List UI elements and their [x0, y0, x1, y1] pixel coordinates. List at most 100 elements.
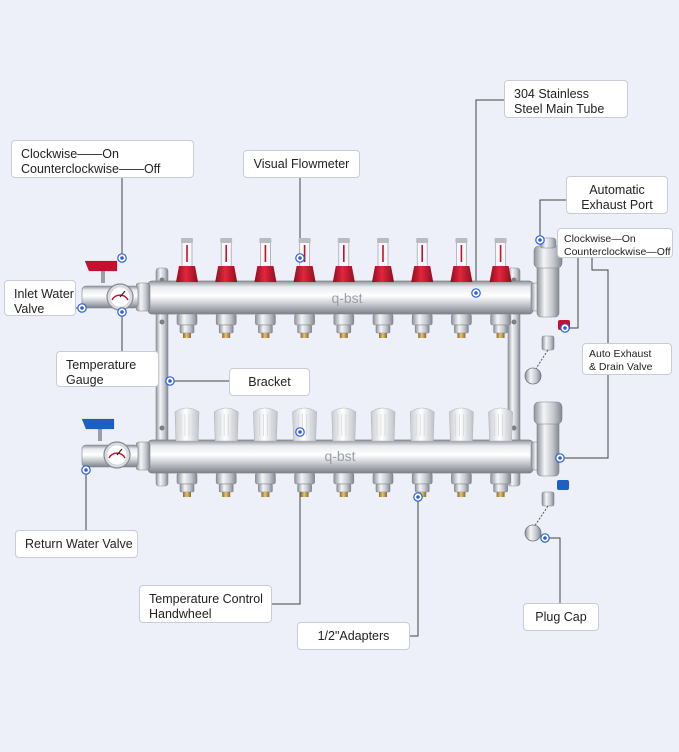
- flowmeter-line1: Visual Flowmeter: [253, 157, 350, 171]
- adapter-body: [493, 324, 508, 334]
- adapter-brass: [379, 492, 387, 497]
- adapter-body: [258, 483, 273, 493]
- supply-adapter: [490, 313, 511, 338]
- flowmeter: [372, 238, 394, 282]
- manifold-parts: [81, 237, 570, 542]
- drain-blue-lever: [557, 480, 569, 490]
- adapter-nut: [255, 472, 276, 485]
- gauge-scale: [111, 294, 129, 301]
- main-tube-leader: [475, 99, 504, 293]
- handwheel: [253, 407, 278, 442]
- callout-marker-dot: [474, 291, 478, 295]
- main-tube-callout: 304 Stainless Steel Main Tube: [504, 80, 628, 118]
- flowmeter-red-base: [332, 266, 355, 282]
- return-adapter: [215, 472, 237, 497]
- adapter-nut: [176, 313, 198, 326]
- bracket-bolt: [159, 319, 165, 325]
- adapter-body: [414, 324, 430, 334]
- handwheel-cap: [253, 407, 278, 442]
- inlet-valve-line1: Inlet Water: [14, 287, 74, 301]
- adapter-body: [297, 483, 312, 493]
- bracket-bolt: [511, 425, 517, 431]
- handwheel-cap: [449, 407, 474, 442]
- supply-adapter: [294, 313, 315, 338]
- handwheel: [409, 407, 435, 442]
- return-temperature-gauge: [103, 441, 131, 469]
- return-adapter: [490, 472, 511, 497]
- exhaust-port-leader: [539, 199, 566, 240]
- flowmeter-red-base: [372, 266, 394, 282]
- adapter-body: [336, 324, 352, 334]
- gauge-needle: [116, 448, 123, 456]
- handwheel-callout: Temperature Control Handwheel: [139, 585, 272, 623]
- flowmeter-red-base: [411, 266, 434, 282]
- main-tube-line1: 304 Stainless: [514, 87, 590, 101]
- adapters-line1: 1/2"Adapters: [317, 629, 390, 643]
- callout-marker-dot: [558, 456, 562, 460]
- supply-adapter: [215, 313, 237, 338]
- handwheel: [174, 407, 200, 442]
- bracket-line1: Bracket: [248, 375, 291, 389]
- handwheel: [449, 407, 474, 442]
- drain-valve-top: [533, 401, 563, 425]
- adapter-body: [454, 324, 469, 334]
- flowmeter-top: [455, 238, 468, 243]
- flowmeter-red-base: [293, 266, 316, 282]
- plug-cap-leader: [545, 537, 561, 603]
- exhaust-switch-callout: Clockwise—On Counterclockwise—Off: [557, 228, 673, 258]
- adapter-body: [258, 324, 273, 334]
- adapter-brass: [300, 492, 309, 497]
- adapter-brass: [222, 492, 231, 497]
- plug-cap-bottom: [524, 524, 542, 542]
- exhaust-switch-line2: Counterclockwise—Off: [564, 246, 671, 258]
- flowmeter: [489, 238, 512, 282]
- plug-cap-top: [524, 367, 542, 385]
- handwheel-line2: Handwheel: [149, 607, 212, 621]
- flowmeter-top: [416, 238, 429, 243]
- adapter-brass: [261, 492, 270, 497]
- flowmeter: [450, 238, 473, 282]
- adapter-brass: [457, 492, 466, 497]
- bracket-callout: Bracket: [229, 368, 310, 396]
- handwheel: [370, 407, 396, 442]
- handwheel: [292, 407, 317, 442]
- adapter-nut: [372, 313, 394, 326]
- adapter-body: [375, 324, 391, 334]
- temp-gauge-line2: Gauge: [66, 373, 104, 387]
- handle-stem: [101, 269, 105, 283]
- inlet-valve-handle: [84, 260, 118, 283]
- flowmeter: [176, 238, 198, 282]
- temp-gauge-line1: Temperature: [66, 358, 137, 372]
- gauge-needle: [119, 290, 126, 298]
- exhaust-switch-leader-a: [565, 258, 579, 329]
- main-tube-line2: Steel Main Tube: [514, 102, 605, 116]
- adapter-brass: [183, 333, 191, 338]
- flowmeter: [215, 238, 238, 282]
- adapter-body: [218, 324, 234, 334]
- drain-valve-line2: & Drain Valve: [589, 361, 653, 373]
- flowmeter-red-base: [450, 266, 473, 282]
- flowmeter-top: [377, 238, 389, 243]
- flowmeter-top: [494, 238, 507, 243]
- drain-valve-callout: Auto Exhaust & Drain Valve: [582, 343, 672, 375]
- flowmeter-top: [298, 238, 311, 243]
- inlet-switch-callout: Clockwise——On Counterclockwise——Off: [11, 140, 194, 178]
- return-adapter: [411, 472, 433, 497]
- supply-adapter: [176, 313, 198, 338]
- flowmeter-callout: Visual Flowmeter: [243, 150, 360, 178]
- flowmeter: [332, 238, 355, 282]
- adapter-brass: [261, 333, 270, 338]
- flowmeter: [411, 238, 434, 282]
- drain-stub-top: [541, 335, 555, 351]
- flowmeter-top: [259, 238, 272, 243]
- adapter-body: [179, 483, 195, 493]
- adapter-brass: [300, 333, 309, 338]
- adapter-brass: [379, 333, 387, 338]
- end-body: [536, 419, 560, 477]
- handwheel-cap: [331, 407, 357, 442]
- adapter-brass: [183, 492, 191, 497]
- handwheel-cap: [213, 407, 239, 442]
- exhaust-switch-leader-b: [560, 258, 609, 459]
- adapter-brass: [457, 333, 466, 338]
